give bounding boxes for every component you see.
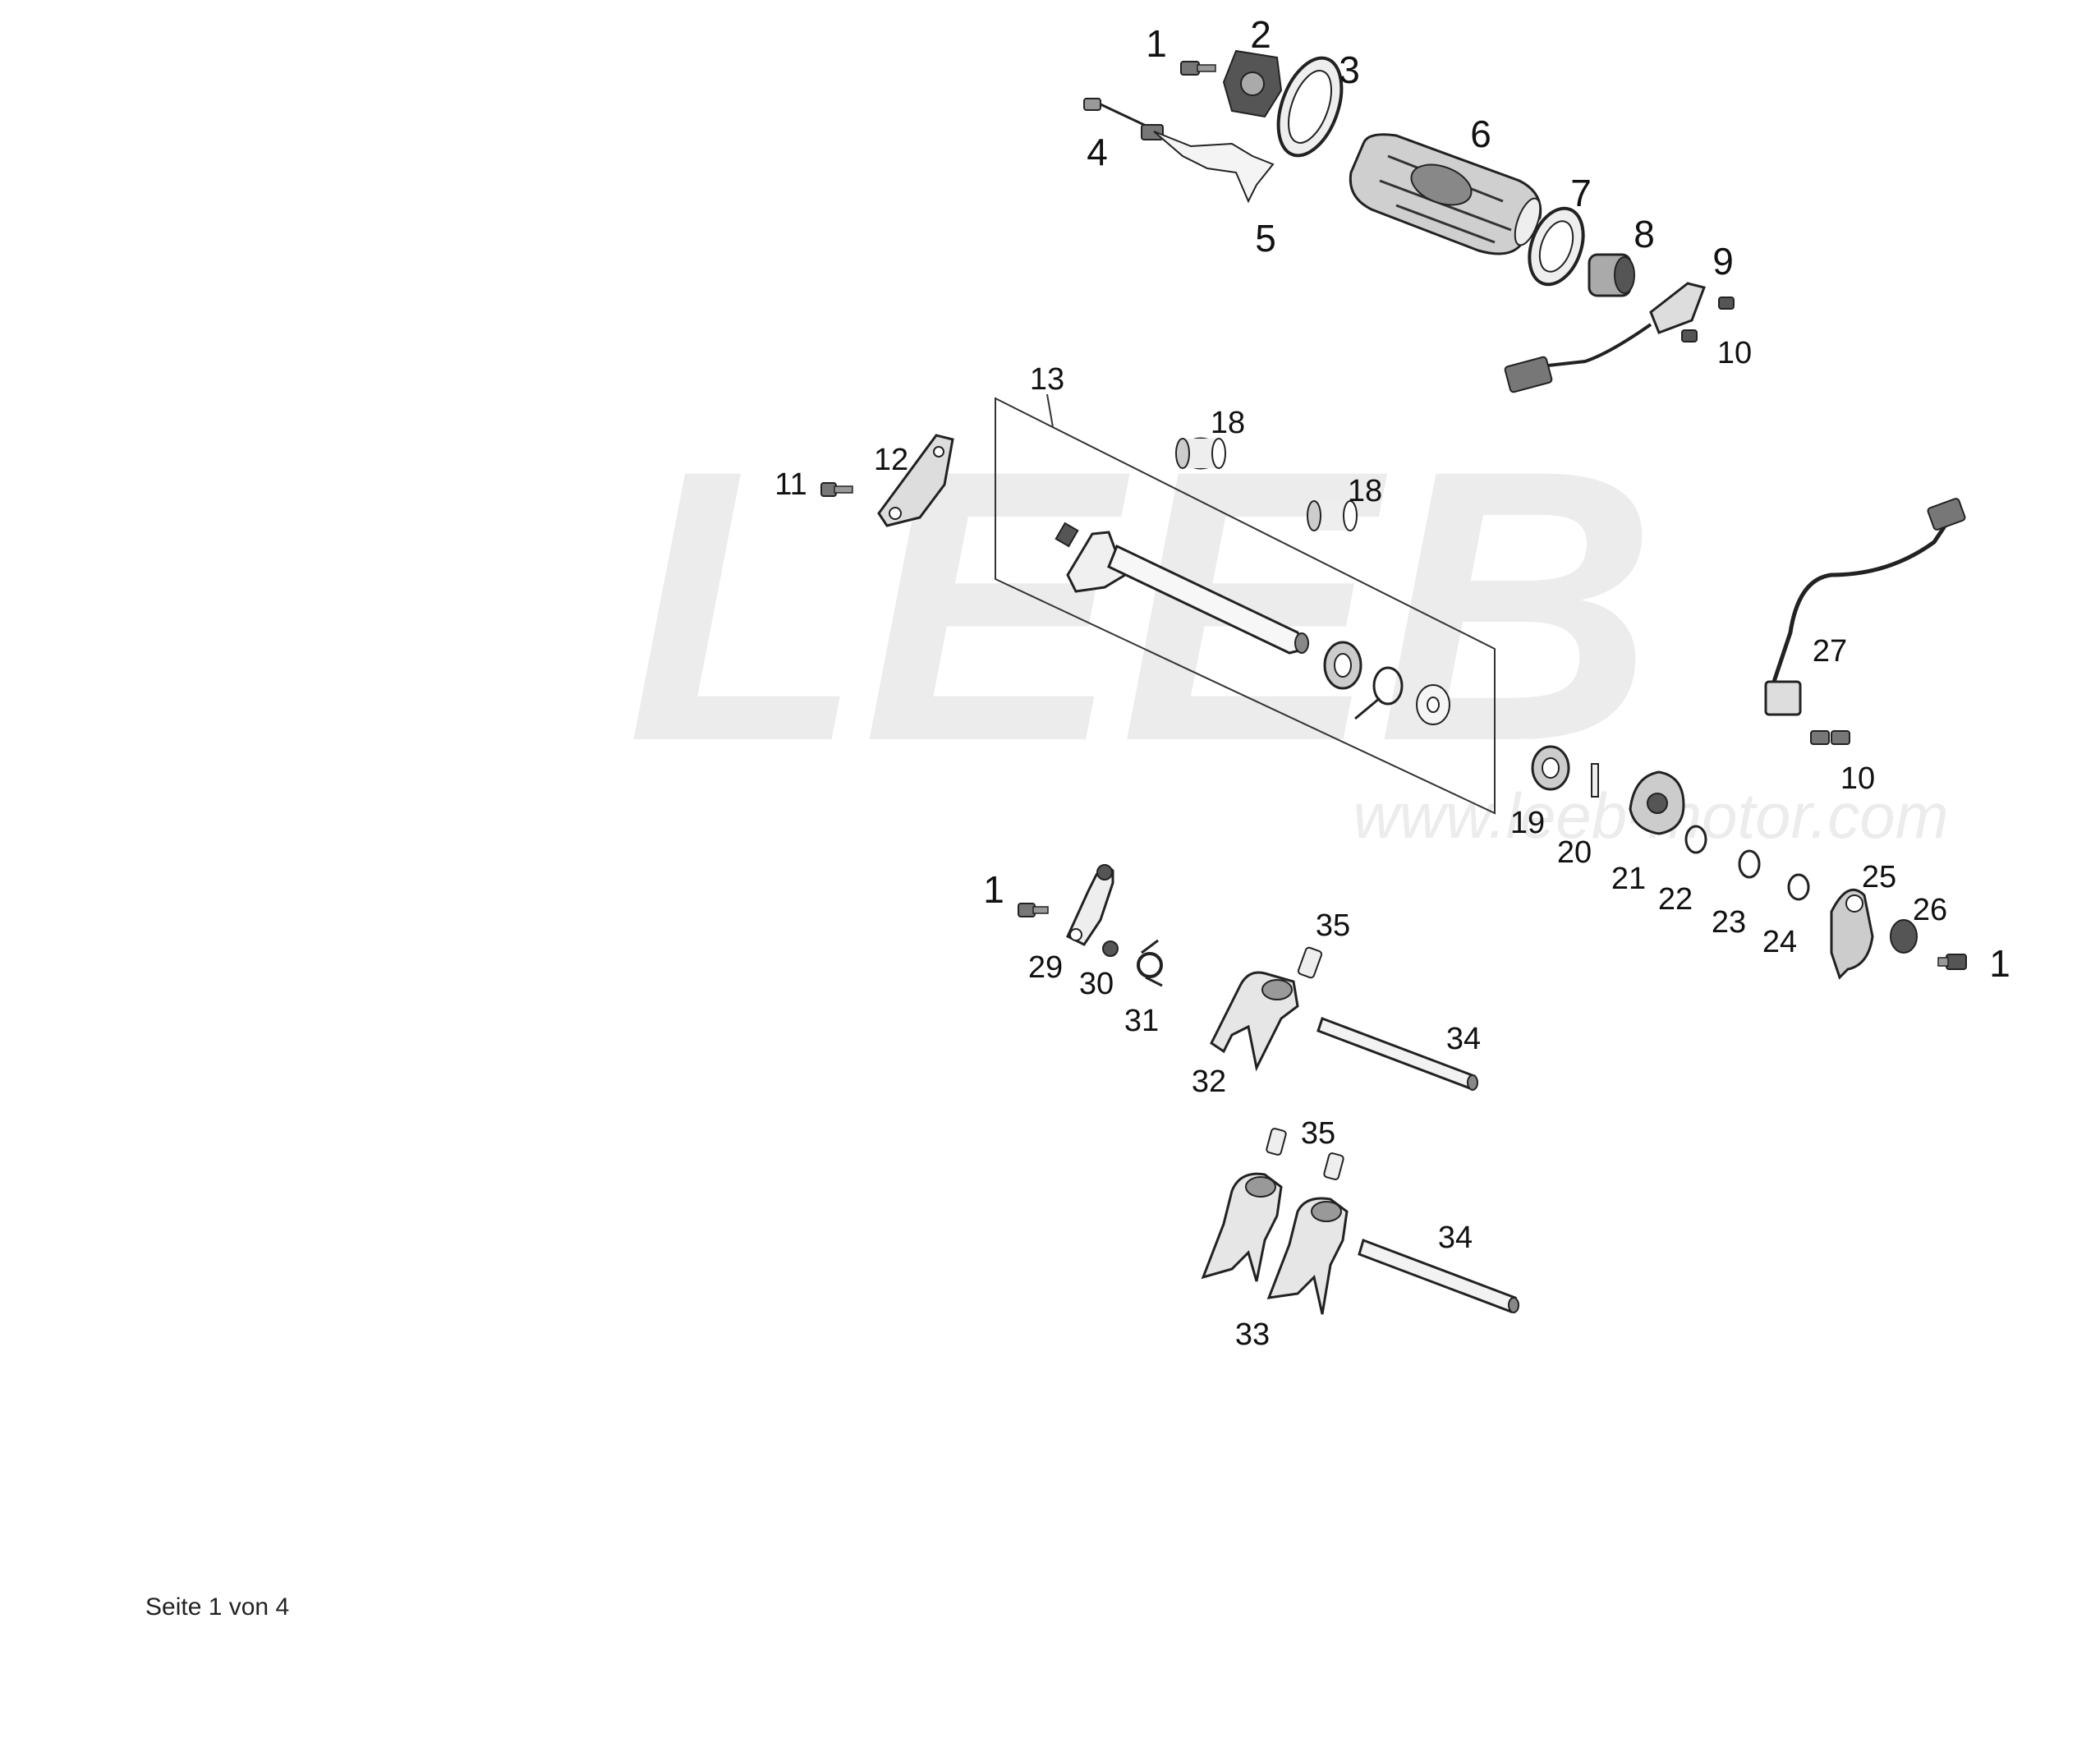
- rod-34-a: [1317, 1017, 1478, 1091]
- callout-part-21: 21: [1611, 862, 1646, 896]
- callout-part-4: 4: [1087, 131, 1108, 173]
- shift-segment-21: [1629, 770, 1685, 835]
- callout-part-3: 3: [1339, 48, 1360, 91]
- detent-lever-4-5: [1083, 98, 1275, 204]
- sensor-cable-27: [1764, 498, 1966, 745]
- callout-part-10-top: 10: [1717, 336, 1752, 370]
- gear-sensor-9: [1504, 282, 1735, 393]
- callout-part-7: 7: [1570, 172, 1592, 214]
- lever-25: [1830, 888, 1874, 980]
- callout-part-5: 5: [1255, 217, 1276, 260]
- nut-26: [1890, 919, 1918, 954]
- watermark: LEEB www.leeb-motor.com: [627, 390, 1948, 852]
- seal-19: [1531, 745, 1570, 791]
- star-washer-2: [1222, 49, 1283, 118]
- seal-ring-3: [1276, 56, 1344, 158]
- callout-part-31: 31: [1124, 1004, 1159, 1038]
- shift-shaft-13: [1055, 522, 1450, 725]
- bolt-1-top: [1180, 61, 1216, 76]
- callout-part-27: 27: [1813, 634, 1847, 669]
- callout-part-25: 25: [1862, 860, 1896, 894]
- bushing-8: [1588, 253, 1635, 297]
- shift-drum-6: [1349, 133, 1542, 255]
- callout-part-19: 19: [1510, 806, 1545, 840]
- callout-part-8: 8: [1634, 213, 1655, 255]
- callout-part-26: 26: [1913, 893, 1947, 927]
- washer-22: [1684, 825, 1707, 854]
- callout-part-34-a: 34: [1446, 1022, 1481, 1056]
- callout-part-32: 32: [1192, 1064, 1226, 1099]
- bracket-12: [877, 434, 954, 527]
- bearing-7: [1528, 206, 1585, 287]
- bushing-18-a: [1175, 437, 1226, 470]
- bolt-1-lower: [1018, 903, 1049, 917]
- callout-part-1-right: 1: [1989, 942, 2010, 985]
- washer-24: [1787, 873, 1810, 901]
- rod-34-b: [1358, 1239, 1519, 1313]
- callout-part-13: 13: [1030, 362, 1064, 397]
- shift-fork-33: [1201, 1172, 1349, 1315]
- callout-part-6: 6: [1470, 113, 1491, 155]
- callout-part-24: 24: [1762, 925, 1797, 959]
- callout-part-34-b: 34: [1438, 1221, 1473, 1255]
- callout-part-29: 29: [1028, 950, 1063, 985]
- callout-part-35-a: 35: [1316, 908, 1350, 943]
- callout-part-20: 20: [1557, 835, 1592, 870]
- bolt-11: [820, 482, 853, 497]
- callout-part-10-right: 10: [1840, 761, 1875, 796]
- pin-20: [1591, 763, 1599, 798]
- shift-fork-32: [1210, 971, 1299, 1072]
- pin-35-a: [1297, 946, 1323, 979]
- callout-part-11: 11: [774, 467, 806, 502]
- lever-arm-29: [1066, 864, 1114, 946]
- callout-part-12: 12: [874, 443, 908, 477]
- callout-part-2: 2: [1250, 13, 1271, 56]
- callout-part-30: 30: [1079, 967, 1114, 1001]
- callout-part-1-top: 1: [1146, 22, 1167, 65]
- callout-labels: 1 2 3 4 5 6 7 8 9 10 11 12 13 18 18 19 2…: [774, 13, 2010, 1352]
- callout-part-22: 22: [1658, 882, 1693, 917]
- bushing-18-b: [1307, 500, 1358, 531]
- callout-part-1-lower: 1: [983, 868, 1004, 911]
- callout-part-9: 9: [1712, 240, 1734, 283]
- washer-30: [1102, 940, 1119, 957]
- callout-part-18-b: 18: [1348, 474, 1382, 508]
- shift-shaft-kit-frame: [995, 393, 1496, 815]
- callout-part-18-a: 18: [1211, 406, 1245, 440]
- page-number-footer: Seite 1 von 4: [145, 1593, 290, 1621]
- watermark-logo: LEEB: [627, 390, 1657, 821]
- bolt-1-right: [1937, 954, 1967, 970]
- spring-31: [1137, 939, 1163, 987]
- callout-part-23: 23: [1712, 905, 1746, 940]
- callout-part-33: 33: [1235, 1317, 1270, 1352]
- callout-part-35-b: 35: [1301, 1116, 1335, 1151]
- washer-23: [1738, 849, 1761, 879]
- pin-35-b: [1266, 1128, 1344, 1180]
